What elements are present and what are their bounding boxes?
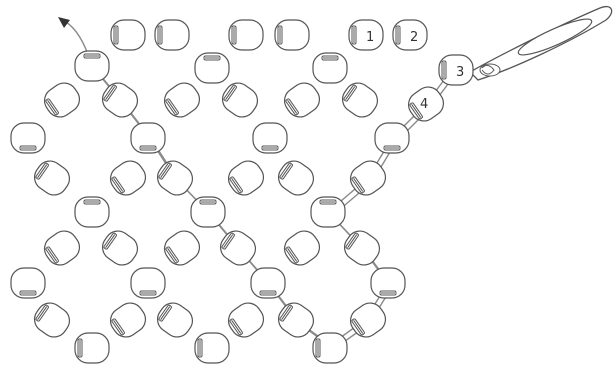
bead (221, 82, 259, 118)
bead (101, 230, 139, 266)
bead (194, 52, 230, 84)
bead (130, 267, 166, 299)
bead (277, 160, 315, 196)
bead (154, 19, 190, 51)
bead (283, 230, 321, 266)
bead (74, 196, 110, 228)
bead (130, 122, 166, 154)
bead (74, 50, 110, 82)
bead (156, 302, 194, 338)
thread-path (91, 65, 455, 350)
bead (10, 122, 46, 154)
bead (252, 122, 288, 154)
bead (227, 160, 265, 196)
bead (250, 267, 286, 299)
bead (392, 19, 428, 51)
bead (227, 302, 265, 338)
step-label-4: 4 (420, 97, 428, 112)
bead (156, 160, 194, 196)
bead (163, 230, 201, 266)
bead (219, 230, 257, 266)
step-label-2: 2 (410, 30, 418, 45)
bead (194, 332, 230, 364)
step-label-1: 1 (366, 30, 374, 45)
bead (110, 19, 146, 51)
bead (370, 267, 406, 299)
bead (190, 196, 226, 228)
needle-icon (468, 5, 613, 81)
bead (374, 122, 410, 154)
bead (43, 82, 81, 118)
bead (228, 19, 264, 51)
bead (101, 82, 139, 118)
bead (10, 267, 46, 299)
bead (343, 230, 381, 266)
beads-layer (10, 19, 474, 364)
step-labels-layer: 1 2 3 4 (366, 30, 464, 112)
bead (274, 19, 310, 51)
bead (33, 160, 71, 196)
bead (163, 82, 201, 118)
bead (310, 196, 346, 228)
bead (438, 54, 474, 86)
bead (407, 86, 445, 122)
bead (349, 160, 387, 196)
bead (277, 302, 315, 338)
bead (348, 19, 384, 51)
bead (43, 230, 81, 266)
bead (341, 82, 379, 118)
bead (312, 52, 348, 84)
bead (283, 82, 321, 118)
bead (109, 160, 147, 196)
bead (312, 332, 348, 364)
bead (33, 302, 71, 338)
bead (109, 302, 147, 338)
bead (349, 302, 387, 338)
bead (74, 332, 110, 364)
step-label-3: 3 (456, 65, 464, 80)
